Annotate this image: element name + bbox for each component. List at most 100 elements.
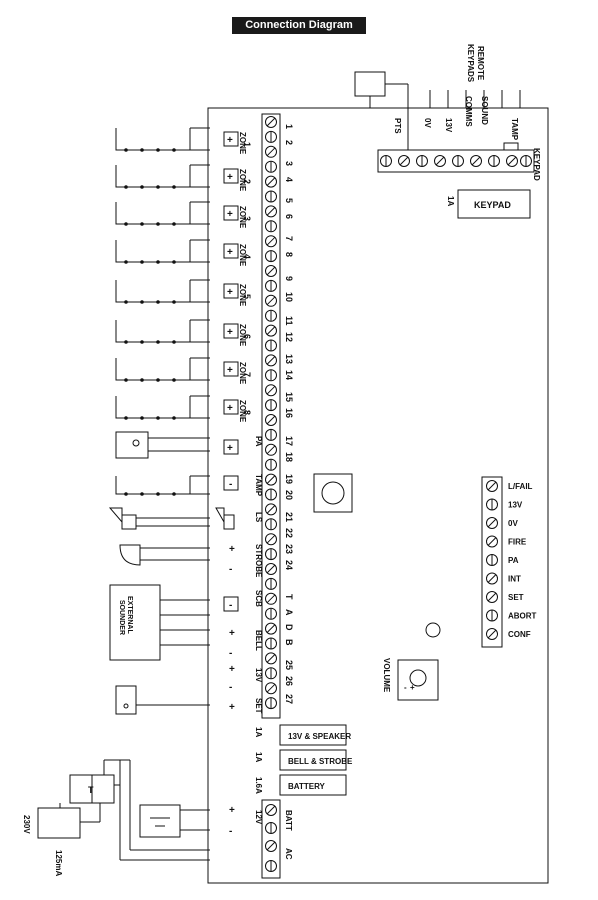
top-terminal-1 bbox=[380, 155, 392, 167]
zone-3-contact bbox=[124, 222, 128, 226]
zone-5-loop bbox=[115, 280, 191, 303]
zone-3-contact bbox=[156, 222, 160, 226]
speaker-cone bbox=[108, 507, 123, 524]
zone-1-contact bbox=[156, 148, 160, 152]
main-terminal-21 bbox=[265, 414, 277, 426]
main-terminal-8 bbox=[265, 220, 277, 233]
fuse-2-label: BELL & STROBE bbox=[288, 757, 353, 766]
top-label-keypad: KEYPAD bbox=[532, 148, 541, 181]
strobe-minus: - bbox=[229, 564, 232, 575]
set-out-label: SET bbox=[254, 698, 263, 714]
zone-8-terminal-a: 15 bbox=[284, 392, 294, 402]
main-terminal-19 bbox=[265, 384, 277, 397]
zone-2-contact bbox=[140, 185, 144, 189]
main-terminal-40 bbox=[265, 697, 277, 710]
zone-4-contact bbox=[172, 260, 176, 264]
zone-5-contact bbox=[124, 300, 128, 304]
scb-label: SCB bbox=[254, 590, 263, 607]
main-terminal-36 bbox=[265, 637, 277, 650]
main-terminal-2 bbox=[265, 130, 277, 143]
fuse-3-rating: 1.6A bbox=[254, 777, 263, 794]
main-terminal-9 bbox=[265, 235, 277, 248]
pa-plus-box bbox=[223, 439, 239, 455]
zone-8-terminal-b: 16 bbox=[284, 408, 294, 418]
tamp-contact bbox=[124, 492, 128, 496]
bell-terminal-t: T bbox=[284, 594, 294, 600]
out-13v-terminal-a: 25 bbox=[284, 660, 294, 670]
zone-5-terminal-a: 9 bbox=[284, 276, 294, 281]
zone-8-contact bbox=[124, 416, 128, 420]
zone-6-label: ZONE bbox=[238, 324, 247, 347]
zone-7-label: ZONE bbox=[238, 362, 247, 385]
main-terminal-15 bbox=[265, 324, 277, 337]
output-terminal-5 bbox=[486, 554, 498, 566]
aux-ls-terminal-b: 22 bbox=[284, 528, 294, 538]
top-terminal-4 bbox=[434, 155, 446, 167]
zone-4-contact bbox=[124, 260, 128, 264]
main-terminal-17 bbox=[265, 354, 277, 367]
main-terminal-11 bbox=[265, 265, 277, 277]
fuse-3-label: BATTERY bbox=[288, 782, 326, 791]
remote-keypads-line2: KEYPADS bbox=[466, 44, 475, 83]
zone-6-plus-box bbox=[223, 323, 239, 339]
main-terminal-39 bbox=[265, 682, 277, 695]
power-terminal-2 bbox=[265, 822, 277, 834]
output-terminal-9 bbox=[486, 628, 498, 640]
zone-5-contact bbox=[172, 300, 176, 304]
main-terminal-31 bbox=[265, 563, 277, 575]
zone-5-number: 5 bbox=[242, 294, 252, 299]
output-terminal-block bbox=[481, 476, 503, 648]
zone-5-terminal-b: 10 bbox=[284, 292, 294, 302]
zone-1-terminal-b: 2 bbox=[284, 140, 294, 145]
scb-minus-box bbox=[223, 596, 239, 612]
zone-1-loop bbox=[115, 128, 191, 151]
zone-4-number: 4 bbox=[242, 254, 252, 259]
zone-4-plus: + bbox=[227, 247, 233, 258]
top-label-zero_v: 0V bbox=[423, 118, 432, 128]
volume-pot-box bbox=[397, 659, 439, 701]
zone-3-label: ZONE bbox=[238, 206, 247, 229]
aux-pa-terminal-a: 17 bbox=[284, 436, 294, 446]
external-sounder-line1: EXTERNAL bbox=[126, 596, 133, 634]
remote-keypads-line1: REMOTE bbox=[476, 46, 485, 81]
main-terminal-18 bbox=[265, 369, 277, 382]
zone-5-contact bbox=[156, 300, 160, 304]
tamp-loop bbox=[115, 476, 191, 495]
set-out-plus: + bbox=[229, 702, 235, 713]
main-terminal-33 bbox=[265, 592, 277, 605]
out-13v-terminal-b: 26 bbox=[284, 676, 294, 686]
main-terminal-5 bbox=[265, 175, 277, 188]
zone-7-contact bbox=[140, 378, 144, 382]
aux-pa-label: PA bbox=[254, 436, 263, 447]
zone-6-terminal-b: 12 bbox=[284, 332, 294, 342]
aux-strobe-terminal-b: 24 bbox=[284, 560, 294, 570]
ac-label: AC bbox=[284, 848, 293, 860]
aux-pa-terminal-b: 18 bbox=[284, 452, 294, 462]
main-terminal-34 bbox=[265, 607, 277, 620]
batt-plus: + bbox=[229, 805, 235, 816]
output-terminal-3 bbox=[486, 517, 498, 529]
fuse-box-3 bbox=[279, 774, 347, 796]
main-terminal-20 bbox=[265, 399, 277, 412]
main-terminal-30 bbox=[265, 548, 277, 561]
output-terminal-8 bbox=[486, 609, 498, 622]
bell-minus: - bbox=[229, 648, 232, 659]
aux-led bbox=[425, 622, 441, 638]
output-terminal-6 bbox=[486, 572, 498, 585]
tamp-minus: - bbox=[229, 479, 232, 490]
reset-button bbox=[321, 481, 345, 505]
top-label-thirteen_v: 13V bbox=[444, 118, 453, 133]
main-terminal-3 bbox=[265, 145, 277, 158]
zone-1-contact bbox=[124, 148, 128, 152]
zone-1-contact bbox=[172, 148, 176, 152]
zone-7-terminal-a: 13 bbox=[284, 354, 294, 364]
main-terminal-32 bbox=[265, 577, 277, 590]
mains-fuse: 125mA bbox=[54, 850, 63, 876]
zone-4-contact bbox=[140, 260, 144, 264]
output-label-4: FIRE bbox=[508, 538, 527, 547]
transformer-label: T bbox=[88, 785, 94, 795]
power-terminal-strip bbox=[261, 799, 281, 879]
zone-4-label: ZONE bbox=[238, 244, 247, 267]
zone-5-plus-box bbox=[223, 283, 239, 299]
output-label-2: 13V bbox=[508, 501, 523, 510]
